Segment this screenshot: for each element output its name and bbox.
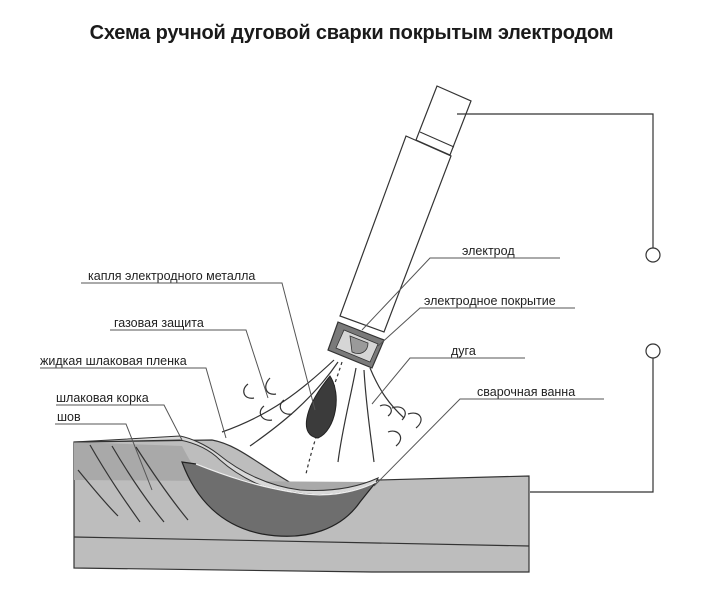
page-title: Схема ручной дуговой сварки покрытым эле… [89, 22, 614, 44]
label-seam: шов [57, 410, 81, 424]
label-coating: электродное покрытие [424, 294, 556, 308]
label-arc: дуга [451, 344, 476, 358]
terminal-bottom [645, 343, 661, 359]
electrode-drop [305, 375, 337, 439]
terminal-top [645, 247, 661, 263]
gas-swirls [243, 377, 422, 447]
circuit-wire [457, 113, 654, 493]
seam-striations [77, 444, 189, 523]
label-slag-film: жидкая шлаковая пленка [40, 354, 187, 368]
electrode-assembly [327, 85, 472, 369]
label-gas: газовая защита [114, 316, 204, 330]
label-drop: капля электродного металла [88, 269, 255, 283]
label-slag-crust: шлаковая корка [56, 391, 149, 405]
label-electrode: электрод [462, 244, 515, 258]
leader-lines [40, 257, 604, 491]
label-pool: сварочная ванна [477, 385, 575, 399]
